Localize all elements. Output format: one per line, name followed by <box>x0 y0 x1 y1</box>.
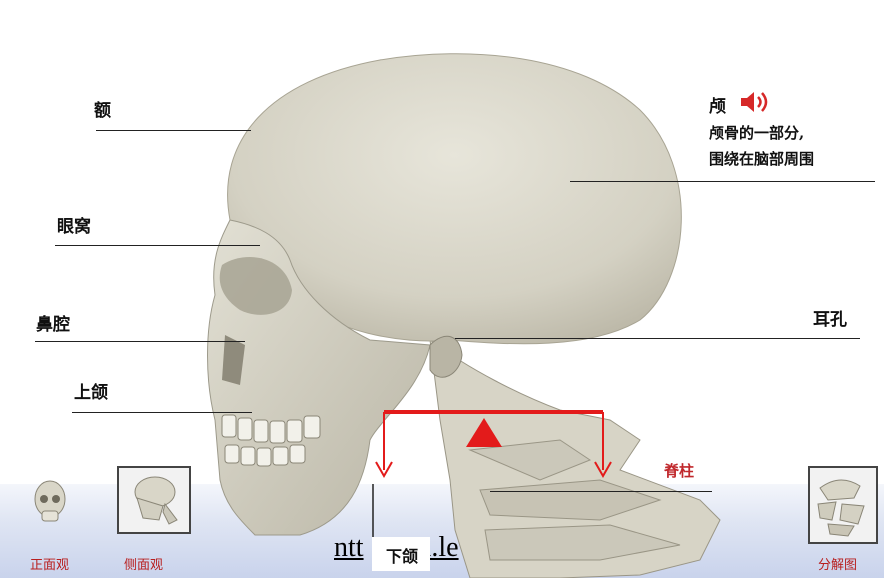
url-head: ntt <box>334 532 364 563</box>
forehead-leader-line <box>96 130 251 131</box>
temporal-description-line2: 围绕在脑部周围 <box>709 146 814 172</box>
front-view-caption[interactable]: 正面观 <box>30 554 69 573</box>
label-eye-socket[interactable]: 眼窝 <box>57 212 91 237</box>
label-ear-hole[interactable]: 耳孔 <box>813 305 847 330</box>
spine-leader-line <box>490 491 712 492</box>
temporal-description: 颅骨的一部分, 围绕在脑部周围 <box>709 120 814 172</box>
side-skull-icon <box>119 468 189 532</box>
label-upper-jaw[interactable]: 上颌 <box>74 378 108 403</box>
label-forehead[interactable]: 额 <box>94 96 111 121</box>
upper-jaw-leader-line <box>72 412 252 413</box>
lower-jaw-label-box[interactable]: 下颌 <box>372 537 430 571</box>
speaker-icon[interactable] <box>738 88 774 116</box>
temporal-leader-line <box>570 181 875 182</box>
label-nasal-cavity[interactable]: 鼻腔 <box>36 310 70 335</box>
front-view-thumbnail[interactable] <box>20 475 80 533</box>
label-lower-jaw: 下颌 <box>386 543 418 567</box>
ear-hole-leader-line <box>455 338 860 339</box>
spine-vertebrae <box>430 340 720 578</box>
label-temporal[interactable]: 颅 <box>709 92 726 117</box>
exploded-view-caption[interactable]: 分解图 <box>818 554 857 573</box>
side-view-thumbnail[interactable] <box>117 466 191 534</box>
front-skull-icon <box>20 475 80 533</box>
nasal-cavity-leader-line <box>35 341 245 342</box>
eye-socket-leader-line <box>55 245 260 246</box>
side-view-caption[interactable]: 侧面观 <box>124 554 163 573</box>
label-spine[interactable]: 脊柱 <box>664 460 694 481</box>
exploded-skull-icon <box>810 468 876 542</box>
exploded-view-thumbnail[interactable] <box>808 466 878 544</box>
temporal-description-line1: 颅骨的一部分, <box>709 120 814 146</box>
